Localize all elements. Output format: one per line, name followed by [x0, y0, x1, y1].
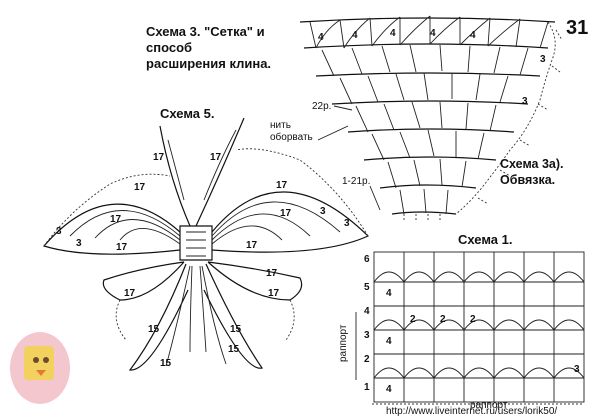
cell-number: 3	[574, 364, 580, 375]
scheme3a-line1: Схема 3а).	[500, 157, 564, 171]
stitch-count: 15	[228, 344, 240, 355]
stitch-count: 17	[210, 152, 222, 163]
stitch-count: 17	[266, 268, 278, 279]
rapport-vertical-label: раппорт	[338, 324, 349, 362]
stitch-count: 15	[160, 358, 172, 369]
stitch-count: 17	[116, 242, 128, 253]
scheme1-grid	[372, 251, 585, 405]
watermark-url: http://www.liveinternet.ru/users/lorik50…	[386, 406, 557, 417]
scheme1-row-numbers: 6 5 4 3 2 1	[364, 254, 370, 393]
page-number: 31	[566, 17, 588, 39]
stitch-count: 17	[280, 208, 292, 219]
stitch-count: 17	[276, 180, 288, 191]
fan-number: 4	[470, 30, 476, 41]
stitch-count: 3	[76, 238, 82, 249]
scheme3-fan-grid	[299, 15, 563, 222]
cell-number: 2	[470, 314, 476, 325]
cut-thread-line2: оборвать	[270, 131, 313, 143]
row-22-label: 22р.	[312, 101, 331, 112]
stitch-count: 17	[268, 288, 280, 299]
scheme5-title: Схема 5.	[160, 106, 214, 121]
stitch-count: 3	[320, 206, 326, 217]
row-number: 3	[364, 330, 370, 341]
cell-number: 4	[386, 384, 392, 395]
row-number: 5	[364, 282, 370, 293]
rapport-bottom-label: раппорт	[470, 400, 508, 411]
butterfly-diagram	[42, 117, 370, 371]
fan-number: 4	[352, 30, 358, 41]
cell-number: 4	[386, 336, 392, 347]
cell-number: 4	[386, 288, 392, 299]
rows-arrow	[369, 185, 381, 211]
cut-thread-arrow	[317, 125, 349, 141]
cut-thread-line1: нить	[270, 120, 291, 131]
cell-number: 2	[410, 314, 416, 325]
stitch-count: 17	[124, 288, 136, 299]
scheme1-cell-numbers: 4 4 4 2 2 2 3	[386, 288, 580, 395]
stitch-count: 15	[148, 324, 160, 335]
row-number: 6	[364, 254, 370, 265]
stitch-count: 17	[153, 152, 165, 163]
scheme3-title-line2: способ	[146, 40, 192, 55]
scheme3-title-line3: расширения клина.	[146, 56, 271, 71]
scheme1-title: Схема 1.	[458, 232, 512, 247]
stitch-count: 17	[246, 240, 258, 251]
fan-number: 4	[318, 32, 324, 43]
stitch-count: 17	[134, 182, 146, 193]
scheme3-fan-numbers: 4 4 4 4 4 3 3	[318, 28, 546, 107]
fan-number: 3	[522, 96, 528, 107]
scheme3a-line2: Обвязка.	[500, 173, 555, 187]
stitch-count: 3	[56, 226, 62, 237]
row-22-arrow	[333, 105, 353, 111]
stitch-count: 3	[344, 218, 350, 229]
row-number: 1	[364, 382, 370, 393]
row-number: 4	[364, 306, 370, 317]
fan-number: 4	[390, 28, 396, 39]
scheme3-title-line1: Схема 3. "Сетка" и	[146, 24, 265, 39]
stitch-count: 15	[230, 324, 242, 335]
chicken-logo-icon	[10, 332, 70, 404]
stitch-count: 17	[110, 214, 122, 225]
rows-1-21-label: 1-21р.	[342, 176, 370, 187]
row-number: 2	[364, 354, 370, 365]
fan-number: 4	[430, 28, 436, 39]
cell-number: 2	[440, 314, 446, 325]
butterfly-numbers: 17 17 17 17 17 17 17 17 17 17 17 3 3 3 3…	[56, 152, 350, 369]
fan-number: 3	[540, 54, 546, 65]
